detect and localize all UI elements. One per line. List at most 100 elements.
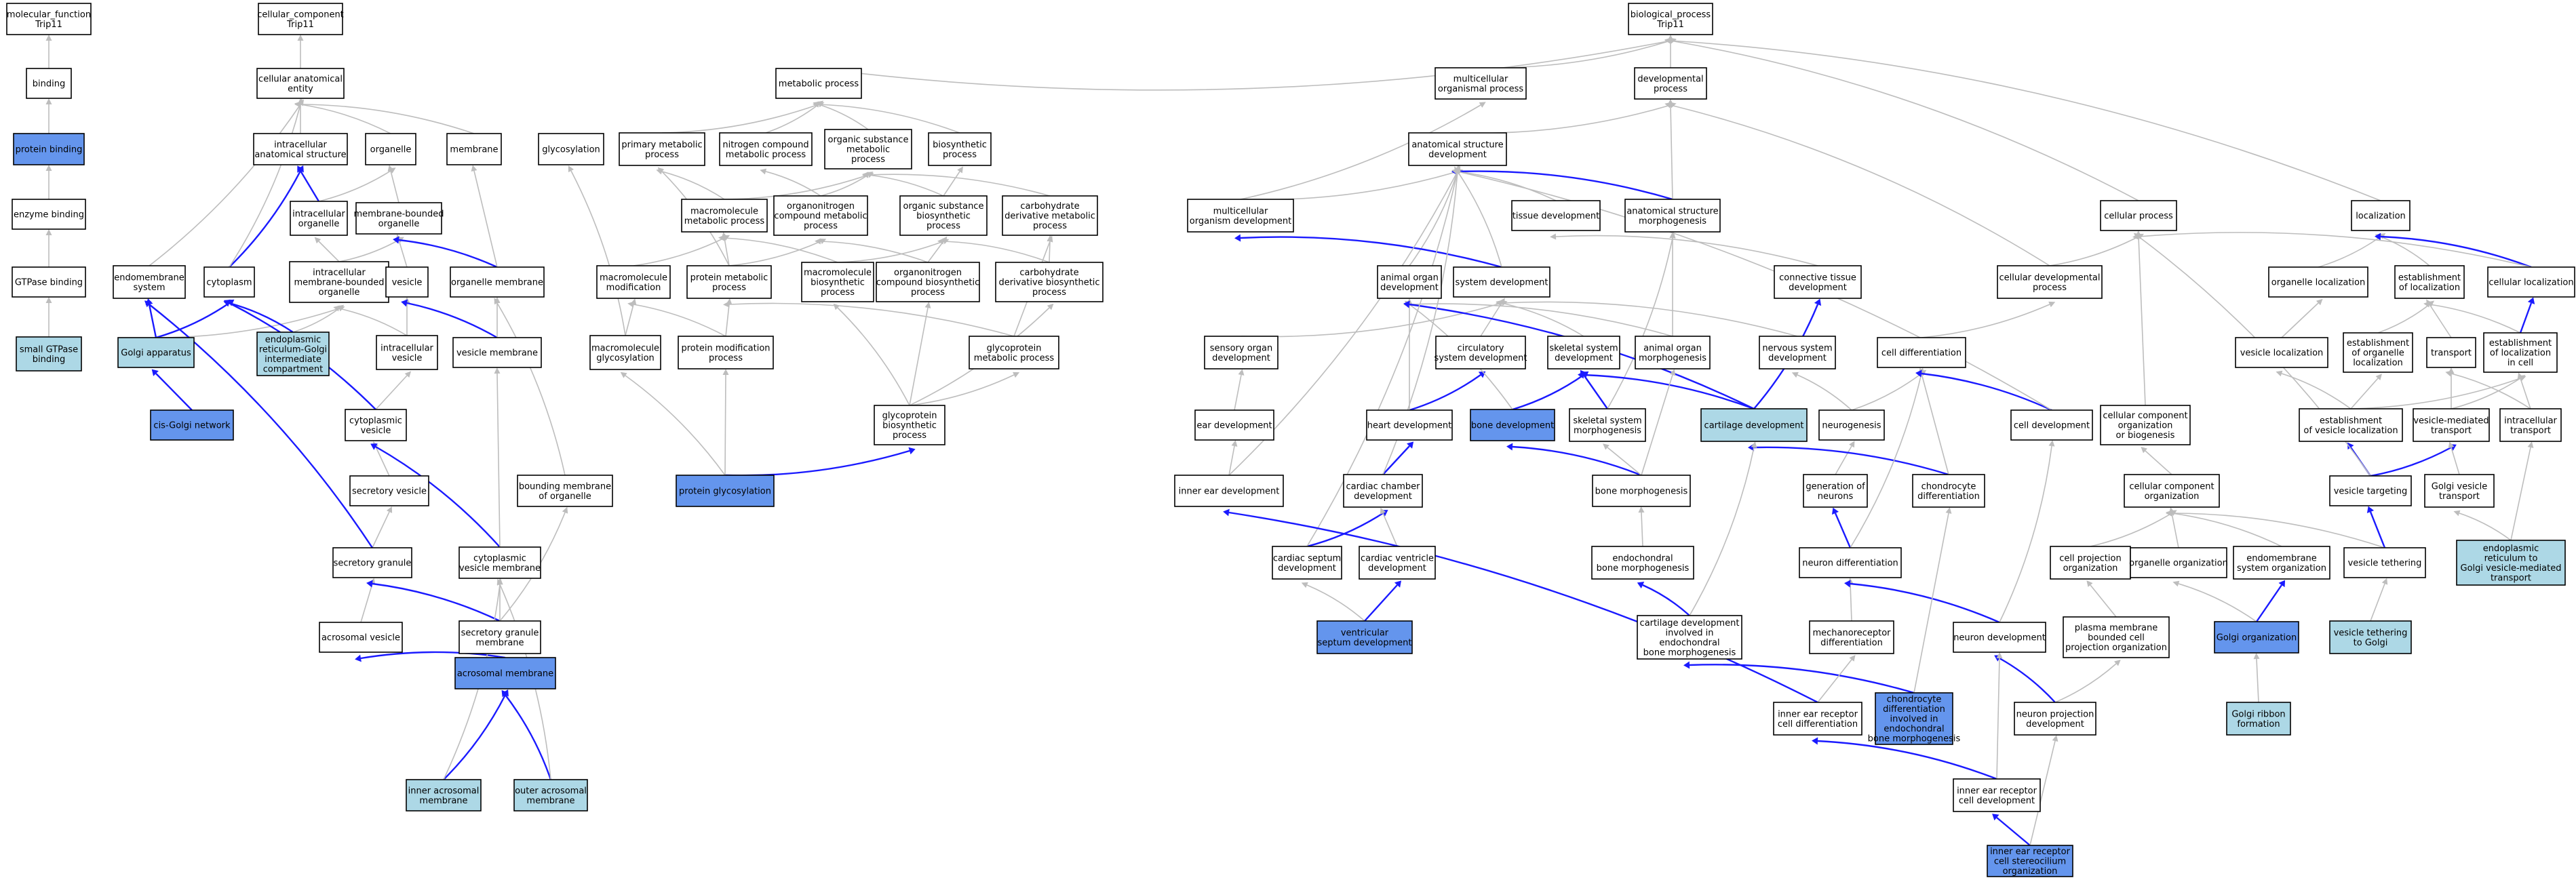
go-term-node-cytoplasm[interactable]: cytoplasm: [203, 266, 255, 298]
go-term-node-organelle-organization[interactable]: organelle organization: [2129, 547, 2228, 578]
go-term-node-cis-golgi-network[interactable]: cis-Golgi network: [150, 409, 234, 441]
go-term-node-vesicle-membrane[interactable]: vesicle membrane: [452, 337, 542, 368]
go-term-node-vesicle[interactable]: vesicle: [385, 266, 429, 298]
go-term-node-vesicle-targeting[interactable]: vesicle targeting: [2329, 475, 2412, 506]
go-term-node-membrane[interactable]: membrane: [446, 133, 502, 165]
go-term-node-acrosomal-vesicle[interactable]: acrosomal vesicle: [319, 622, 403, 653]
go-term-node-golgi-organization[interactable]: Golgi organization: [2214, 621, 2299, 654]
go-term-node-vesicle-localization[interactable]: vesicle localization: [2235, 337, 2328, 368]
go-term-node-bone-development[interactable]: bone development: [1470, 409, 1555, 441]
go-term-node-localization[interactable]: localization: [2351, 200, 2411, 231]
go-term-node-cartilage-development[interactable]: cartilage development: [1700, 408, 1808, 442]
go-term-node-transport[interactable]: transport: [2426, 337, 2476, 368]
go-term-node-inner-ear-development[interactable]: inner ear development: [1174, 475, 1284, 507]
go-term-node-bone-morphogenesis[interactable]: bone morphogenesis: [1592, 475, 1691, 507]
go-term-node-acrosomal-membrane[interactable]: acrosomal membrane: [454, 657, 556, 689]
go-term-node-organelle[interactable]: organelle: [365, 133, 416, 165]
go-term-node-organelle-membrane[interactable]: organelle membrane: [450, 266, 545, 298]
go-term-node-cellular-localization[interactable]: cellular localization: [2487, 266, 2575, 298]
go-term-node-neuron-development[interactable]: neuron development: [1953, 622, 2046, 653]
go-term-node-secretory-granule[interactable]: secretory granule: [332, 547, 412, 578]
go-term-node-protein-binding[interactable]: protein binding: [13, 133, 85, 165]
go-term-node-cell-differentiation[interactable]: cell differentiation: [1877, 337, 1966, 368]
go-term-node-binding[interactable]: binding: [26, 68, 72, 99]
go-term-node-gtpase-binding[interactable]: GTPase binding: [12, 266, 86, 298]
go-term-node-vesicle-tethering[interactable]: vesicle tethering: [2343, 547, 2426, 578]
go-term-node-system-development[interactable]: system development: [1453, 266, 1550, 298]
go-term-node-metabolic-process[interactable]: metabolic process: [775, 68, 862, 99]
go-term-node-organelle-localization[interactable]: organelle localization: [2268, 266, 2368, 298]
go-term-node-neuron-differentiation[interactable]: neuron differentiation: [1799, 547, 1902, 578]
go-term-node-cellular-process[interactable]: cellular process: [2100, 200, 2177, 231]
go-term-node-golgi-apparatus[interactable]: Golgi apparatus: [117, 337, 195, 368]
go-term-node-glycosylation[interactable]: glycosylation: [538, 133, 604, 165]
go-term-node-neurogenesis[interactable]: neurogenesis: [1818, 409, 1885, 441]
go-term-node-heart-development[interactable]: heart development: [1366, 409, 1453, 441]
